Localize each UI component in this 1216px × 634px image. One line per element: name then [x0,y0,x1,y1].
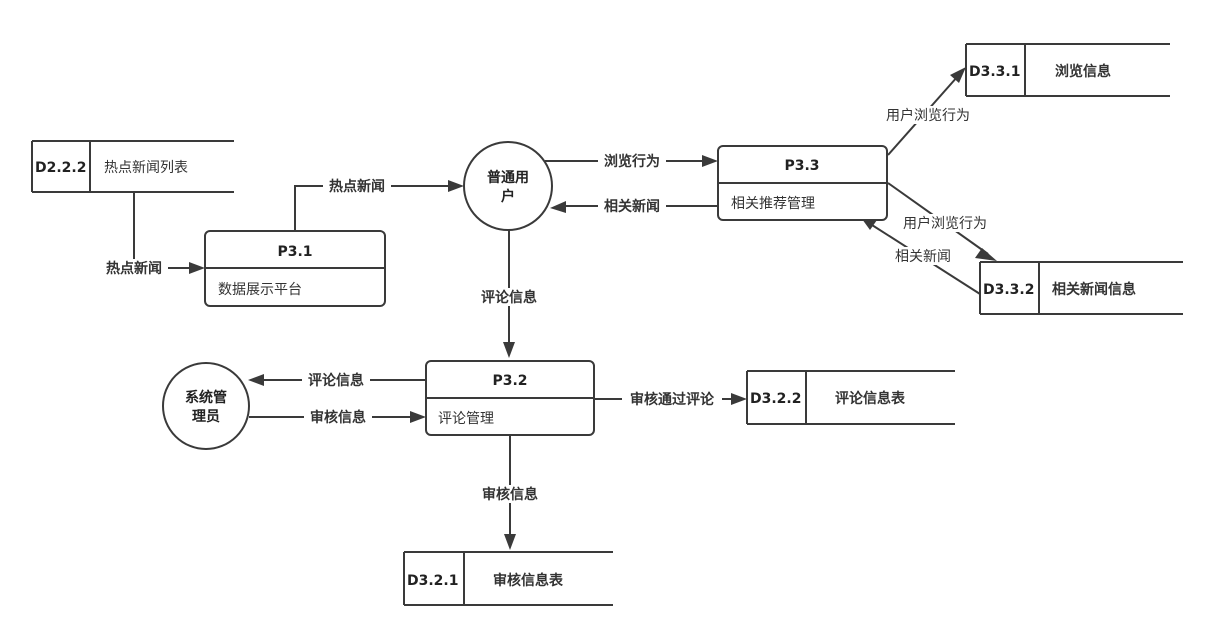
flow-label-p31-user: 热点新闻 [323,177,391,195]
svg-text:热点新闻: 热点新闻 [106,260,162,277]
store-id: D2.2.2 [35,160,86,176]
process-name: 数据展示平台 [218,282,302,298]
process-name: 评论管理 [438,411,494,427]
process-id: P3.1 [277,244,312,260]
store-name: 审核信息表 [493,572,564,589]
flow-label-user-p32: 评论信息 [475,288,543,306]
svg-text:用户浏览行为: 用户浏览行为 [903,215,987,232]
entity-name-line2: 理员 [192,409,220,425]
flow-label-user-p33: 浏览行为 [598,152,666,170]
data-store-d321[interactable]: D3.2.1 审核信息表 [403,551,613,606]
process-p32[interactable]: P3.2 评论管理 [425,360,595,436]
store-id: D3.3.2 [983,282,1034,298]
flow-p31-to-user [294,180,464,231]
data-store-d222[interactable]: D2.2.2 热点新闻列表 [31,140,234,193]
flow-label-p32-d321: 审核信息 [476,485,544,503]
process-p31[interactable]: P3.1 数据展示平台 [204,230,386,307]
store-name: 热点新闻列表 [104,160,188,176]
store-name: 评论信息表 [835,390,906,407]
entity-name-line2: 户 [501,188,515,205]
svg-text:审核信息: 审核信息 [310,409,366,426]
entity-name-line1: 系统管 [185,389,227,406]
svg-text:用户浏览行为: 用户浏览行为 [886,107,970,124]
store-name: 浏览信息 [1055,63,1111,80]
svg-text:审核信息: 审核信息 [482,486,538,503]
store-id: D3.2.1 [407,573,458,589]
svg-text:浏览行为: 浏览行为 [604,153,660,170]
process-id: P3.2 [492,373,527,389]
flow-label-p33-d331: 用户浏览行为 [878,106,978,124]
process-name: 相关推荐管理 [731,196,815,212]
svg-text:相关新闻: 相关新闻 [895,249,951,265]
entity-user[interactable]: 普通用 户 [463,141,553,231]
data-store-d332[interactable]: D3.3.2 相关新闻信息 [979,261,1183,315]
process-id: P3.3 [784,158,819,174]
process-p33[interactable]: P3.3 相关推荐管理 [717,145,888,221]
flow-label-p32-d322: 审核通过评论 [622,390,722,408]
flow-label-p32-admin: 评论信息 [302,371,370,389]
store-name: 相关新闻信息 [1052,281,1136,298]
data-store-d331[interactable]: D3.3.1 浏览信息 [965,43,1170,97]
svg-text:评论信息: 评论信息 [308,372,364,389]
flow-label-d222-p31: 热点新闻 [100,259,168,277]
svg-text:相关新闻: 相关新闻 [604,198,660,215]
flow-label-p33-user: 相关新闻 [598,197,666,215]
flow-label-d332-p33: 相关新闻 [889,247,957,265]
flow-label-admin-p32: 审核信息 [304,408,372,426]
data-store-d322[interactable]: D3.2.2 评论信息表 [746,370,955,425]
flow-label-p33-d332: 用户浏览行为 [895,214,995,232]
entity-name-line1: 普通用 [487,169,529,186]
svg-text:热点新闻: 热点新闻 [329,178,385,195]
svg-text:审核通过评论: 审核通过评论 [630,391,715,408]
store-id: D3.2.2 [750,391,801,407]
store-id: D3.3.1 [969,64,1020,80]
svg-text:评论信息: 评论信息 [481,289,537,306]
entity-admin[interactable]: 系统管 理员 [162,362,250,450]
